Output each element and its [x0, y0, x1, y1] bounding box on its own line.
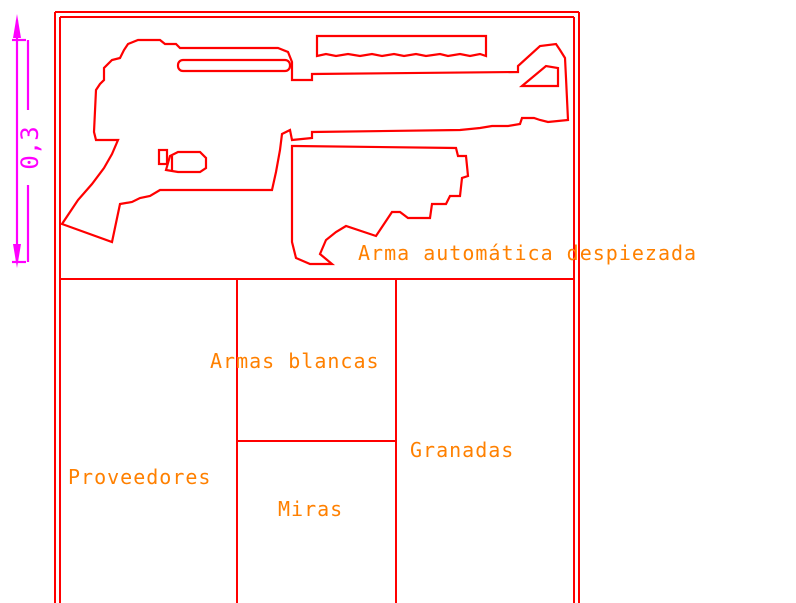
compartment-dividers	[60, 278, 574, 603]
rifle-trigger-guard	[164, 150, 208, 174]
rifle-cutout	[60, 34, 570, 266]
vertical-dimension: 0,3	[12, 14, 44, 268]
label-blades: Armas blancas	[210, 349, 380, 373]
label-rifle: Arma automática despiezada	[358, 241, 697, 265]
rifle-mag-release	[157, 148, 169, 166]
label-sights: Miras	[278, 497, 343, 521]
dimension-value: 0,3	[16, 126, 44, 169]
label-suppliers: Proveedores	[68, 465, 211, 489]
rifle-body	[60, 38, 570, 244]
rifle-rail	[315, 34, 488, 58]
label-grenades: Granadas	[410, 438, 514, 462]
rifle-sight-window	[518, 64, 560, 88]
outer-frame	[54, 11, 580, 603]
rifle-charging-slot	[176, 58, 292, 73]
rifle-stock	[290, 144, 470, 266]
